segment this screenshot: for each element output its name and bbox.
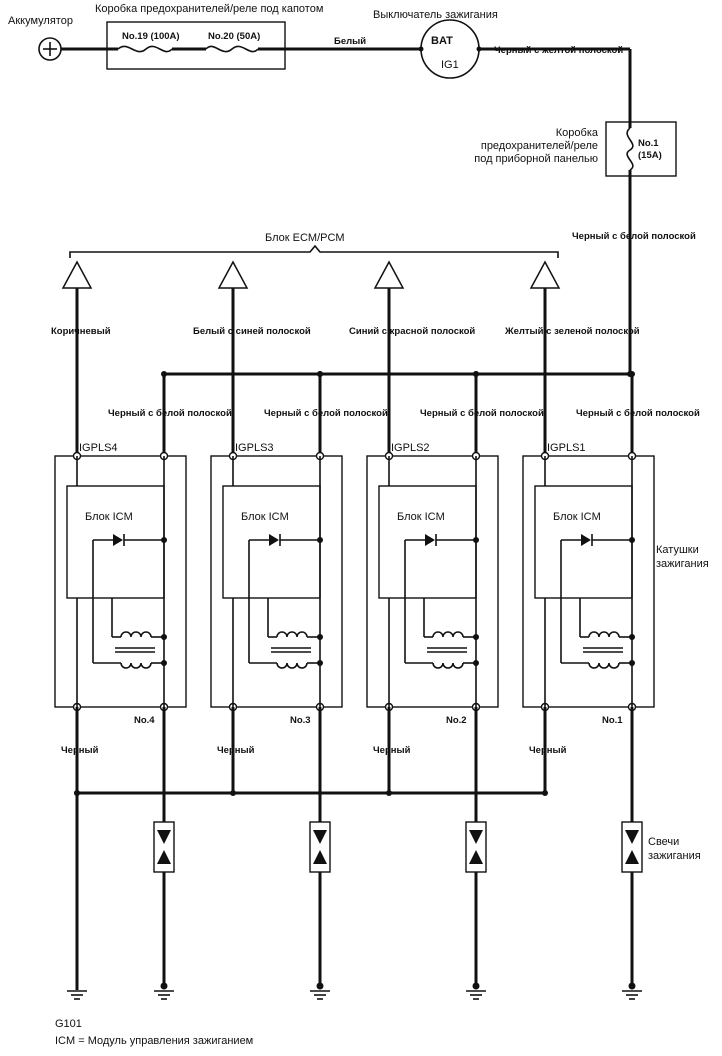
ground-wire-label: Черный xyxy=(529,745,567,756)
coil-number-label: No.3 xyxy=(290,715,311,726)
fuse-20-label: No.20 (50A) xyxy=(208,31,260,42)
battery-label: Аккумулятор xyxy=(8,15,73,27)
ignition-coil-box xyxy=(210,455,343,708)
coil-feed-label: Черный с белой полоской xyxy=(420,408,544,419)
coil-number-label: No.4 xyxy=(134,715,155,726)
underhood-fuse-box xyxy=(106,21,286,70)
coil-number-label: No.1 xyxy=(602,715,623,726)
igpls-label: IGPLS2 xyxy=(391,442,430,454)
ecm-output-triangle xyxy=(373,260,405,289)
coil-number-label: No.2 xyxy=(446,715,467,726)
dash-box-label-2: предохранителей/реле xyxy=(481,140,598,152)
spark-plug xyxy=(465,821,487,873)
primary-winding xyxy=(276,631,308,638)
icm-label: Блок ICM xyxy=(241,511,289,523)
signal-wire-color-label: Коричневый xyxy=(51,326,111,337)
ecm-label: Блок ECM/PCM xyxy=(265,232,345,244)
secondary-winding xyxy=(276,662,308,669)
plugs-label-2: зажигания xyxy=(648,850,701,862)
black-yellow-wire-label: Черный с желтой полоской xyxy=(494,45,623,56)
spark-plug xyxy=(309,821,331,873)
dash-fuse-box xyxy=(605,121,677,177)
coil-feed-label: Черный с белой полоской xyxy=(108,408,232,419)
ig1-terminal-label: IG1 xyxy=(441,59,459,71)
coil-feed-label: Черный с белой полоской xyxy=(576,408,700,419)
ecm-output-triangle xyxy=(217,260,249,289)
primary-winding xyxy=(432,631,464,638)
plugs-label-1: Свечи xyxy=(648,836,679,848)
igpls-label: IGPLS1 xyxy=(547,442,586,454)
diode-symbol xyxy=(581,534,591,546)
icm-label: Блок ICM xyxy=(85,511,133,523)
ecm-brace xyxy=(69,244,559,258)
spark-plug xyxy=(153,821,175,873)
secondary-winding xyxy=(432,662,464,669)
fuse-20-symbol xyxy=(205,45,259,53)
ignition-coil-box xyxy=(366,455,499,708)
diode-symbol xyxy=(269,534,279,546)
spark-plug xyxy=(621,821,643,873)
diode-symbol xyxy=(425,534,435,546)
diode-symbol xyxy=(113,534,123,546)
icm-label: Блок ICM xyxy=(397,511,445,523)
signal-wire-color-label: Белый с синей полоской xyxy=(193,326,311,337)
primary-winding xyxy=(588,631,620,638)
ground-wire-label: Черный xyxy=(61,745,99,756)
igpls-label: IGPLS3 xyxy=(235,442,274,454)
primary-winding xyxy=(120,631,152,638)
fuse-19-label: No.19 (100A) xyxy=(122,31,180,42)
bat-terminal-label: BAT xyxy=(431,35,453,47)
coils-label-1: Катушки xyxy=(656,544,699,556)
underhood-box-label: Коробка предохранителей/реле под капотом xyxy=(95,3,323,15)
white-wire-label: Белый xyxy=(334,36,366,47)
icm-label: Блок ICM xyxy=(553,511,601,523)
dash-box-label-1: Коробка xyxy=(556,127,599,139)
dash-box-label-3: под приборной панелью xyxy=(474,153,598,165)
fuse-1-symbol xyxy=(626,127,634,171)
signal-wire-color-label: Синий с красной полоской xyxy=(349,326,475,337)
feed-wire-label: Черный с белой полоской xyxy=(572,231,696,242)
fuse-1-rating: (15A) xyxy=(638,150,662,161)
secondary-winding xyxy=(588,662,620,669)
fuse-19-symbol xyxy=(117,45,173,53)
battery-symbol xyxy=(38,37,62,61)
ignition-coil-box xyxy=(522,455,655,708)
igpls-label: IGPLS4 xyxy=(79,442,118,454)
ecm-output-triangle xyxy=(529,260,561,289)
ground-wire-label: Черный xyxy=(373,745,411,756)
ground-wire-label: Черный xyxy=(217,745,255,756)
ignition-coil-box xyxy=(54,455,187,708)
g101-label: G101 xyxy=(55,1018,82,1030)
coils-label-2: зажигания xyxy=(656,558,709,570)
ignition-switch-label: Выключатель зажигания xyxy=(373,9,498,21)
coil-feed-label: Черный с белой полоской xyxy=(264,408,388,419)
signal-wire-color-label: Желтый с зеленой полоской xyxy=(504,326,640,337)
footnote: ICM = Модуль управления зажиганием xyxy=(55,1035,253,1047)
secondary-winding xyxy=(120,662,152,669)
ecm-output-triangle xyxy=(61,260,93,289)
fuse-1-label: No.1 xyxy=(638,138,659,149)
